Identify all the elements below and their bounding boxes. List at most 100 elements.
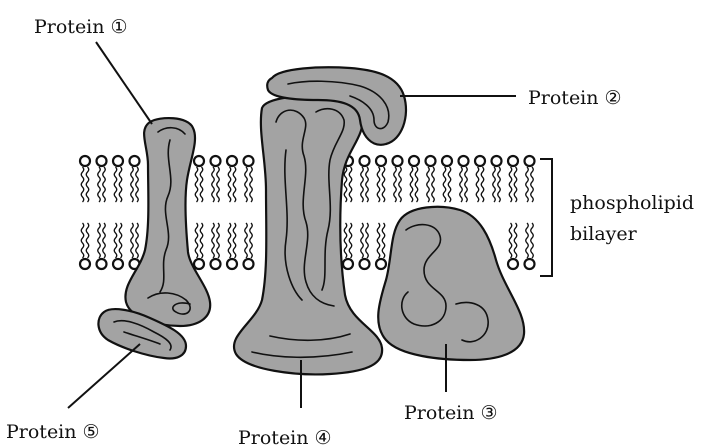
lipid-tail: [131, 223, 134, 258]
lipid-head: [227, 156, 237, 166]
lipid-head: [113, 259, 123, 269]
lipid-tail: [361, 167, 364, 202]
lipid-head: [194, 156, 204, 166]
lipid-head: [194, 259, 204, 269]
lipid-tail: [217, 167, 220, 202]
lipid-head: [376, 259, 386, 269]
lipid-head: [376, 156, 386, 166]
lipid-tail: [498, 167, 501, 202]
lipid-head: [343, 259, 353, 269]
lipid-tail: [481, 167, 484, 202]
lipid-tail: [217, 223, 220, 258]
lipid-tail: [366, 167, 369, 202]
lipid-tail: [114, 167, 117, 202]
lipid-tail: [476, 167, 479, 202]
lipid-head: [525, 156, 535, 166]
lipid-tail: [448, 167, 451, 202]
lipid-head: [475, 156, 485, 166]
lipid-tail: [531, 223, 534, 258]
lipid-tail: [195, 223, 198, 258]
lipid-head: [459, 156, 469, 166]
label-protein-5: Protein ⑤: [6, 421, 100, 443]
lipid-head: [80, 259, 90, 269]
lipid-tail: [349, 223, 352, 258]
lipid-tail: [212, 167, 215, 202]
lipid-tail: [432, 167, 435, 202]
lipid-tail: [344, 223, 347, 258]
leader-protein-1: [96, 42, 152, 124]
lipid-tail: [131, 167, 134, 202]
lipid-head: [113, 156, 123, 166]
lipid-tail: [250, 167, 253, 202]
lipid-tail: [103, 167, 106, 202]
lipid-head: [97, 156, 107, 166]
lipid-tail: [526, 223, 529, 258]
lipid-head: [442, 156, 452, 166]
lipid-tail: [98, 167, 101, 202]
label-protein-2: Protein ②: [528, 87, 622, 109]
leader-protein-5: [68, 344, 140, 408]
label-bilayer-line2: bilayer: [570, 223, 638, 245]
lipid-tail: [361, 223, 364, 258]
lipid-head: [360, 259, 370, 269]
lipid-tail: [119, 167, 122, 202]
lipid-tail: [394, 167, 397, 202]
lipid-tail: [526, 167, 529, 202]
lipid-tail: [514, 223, 517, 258]
lipid-tail: [86, 223, 89, 258]
label-protein-1: Protein ①: [34, 16, 128, 38]
lipid-tail: [344, 167, 347, 202]
protein-4: [234, 96, 382, 375]
lipid-head: [80, 156, 90, 166]
lipid-tail: [245, 223, 248, 258]
lipid-head: [508, 259, 518, 269]
lipid-tail: [195, 167, 198, 202]
lipid-tail: [531, 167, 534, 202]
lipid-tail: [509, 223, 512, 258]
lipid-tail: [233, 167, 236, 202]
protein-1: [125, 118, 210, 326]
lipid-tail: [245, 167, 248, 202]
lipid-tail: [377, 167, 380, 202]
lipid-head: [244, 259, 254, 269]
lipid-tail: [493, 167, 496, 202]
lipid-tail: [136, 167, 139, 202]
lipid-head: [508, 156, 518, 166]
lipid-tail: [465, 167, 468, 202]
protein-3: [378, 207, 524, 360]
lipid-head: [492, 156, 502, 166]
lipid-head: [525, 259, 535, 269]
lipid-tail: [81, 167, 84, 202]
lipid-tail: [250, 223, 253, 258]
lipid-head: [130, 156, 140, 166]
lipid-tail: [114, 223, 117, 258]
lipid-tail: [349, 167, 352, 202]
lipid-tail: [399, 167, 402, 202]
lipid-tail: [460, 167, 463, 202]
lipid-tail: [86, 167, 89, 202]
lipid-tail: [228, 167, 231, 202]
lipid-head: [244, 156, 254, 166]
lipid-head: [360, 156, 370, 166]
lipid-tail: [103, 223, 106, 258]
lipid-tail: [212, 223, 215, 258]
lipid-tail: [233, 223, 236, 258]
lipid-tail: [509, 167, 512, 202]
lipid-head: [393, 156, 403, 166]
lipid-head: [426, 156, 436, 166]
lipid-head: [409, 156, 419, 166]
lipid-tail: [200, 223, 203, 258]
lipid-tail: [98, 223, 101, 258]
lipid-tail: [382, 167, 385, 202]
lipid-tail: [366, 223, 369, 258]
lipid-tail: [382, 223, 385, 258]
lipid-head: [211, 156, 221, 166]
label-protein-3: Protein ③: [404, 402, 498, 424]
label-protein-4: Protein ④: [238, 427, 332, 448]
lipid-tail: [119, 223, 122, 258]
lipid-head: [97, 259, 107, 269]
lipid-tail: [136, 223, 139, 258]
lipid-tail: [514, 167, 517, 202]
lipid-tail: [200, 167, 203, 202]
